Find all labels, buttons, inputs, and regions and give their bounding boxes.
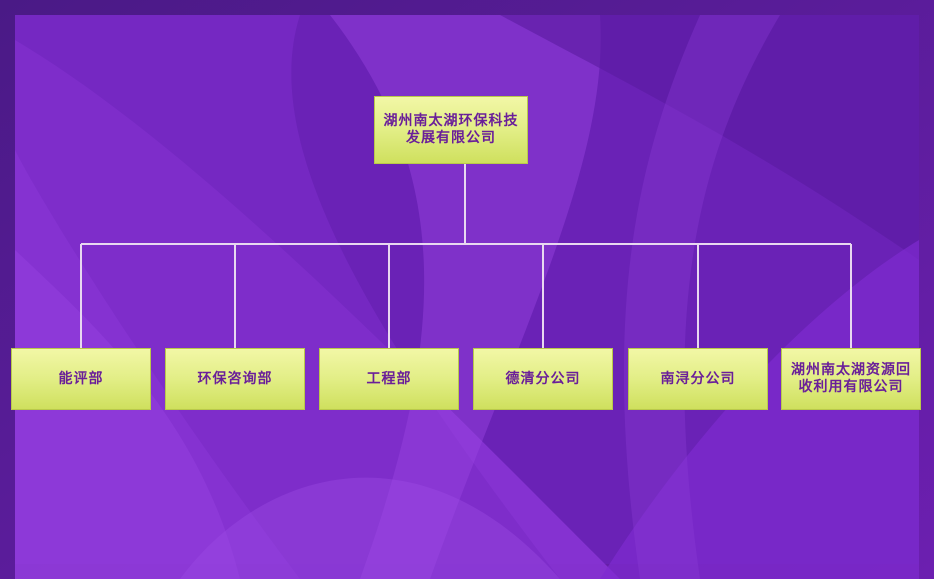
org-node-root-label: 湖州南太湖环保科技发展有限公司	[383, 113, 519, 146]
org-node-child: 湖州南太湖资源回收利用有限公司	[781, 348, 921, 410]
org-node-child-label: 工程部	[366, 370, 412, 387]
org-node-child-label: 湖州南太湖资源回收利用有限公司	[791, 362, 911, 395]
org-node-root: 湖州南太湖环保科技发展有限公司	[374, 96, 528, 164]
org-node-child: 环保咨询部	[165, 348, 305, 410]
org-node-child: 德清分公司	[473, 348, 613, 410]
org-node-child: 能评部	[11, 348, 151, 410]
org-node-child-label: 环保咨询部	[197, 370, 273, 387]
org-node-child: 工程部	[319, 348, 459, 410]
org-node-child-label: 德清分公司	[505, 370, 581, 387]
org-node-child-label: 南浔分公司	[660, 370, 736, 387]
org-node-child-label: 能评部	[58, 370, 104, 387]
org-node-child: 南浔分公司	[628, 348, 768, 410]
